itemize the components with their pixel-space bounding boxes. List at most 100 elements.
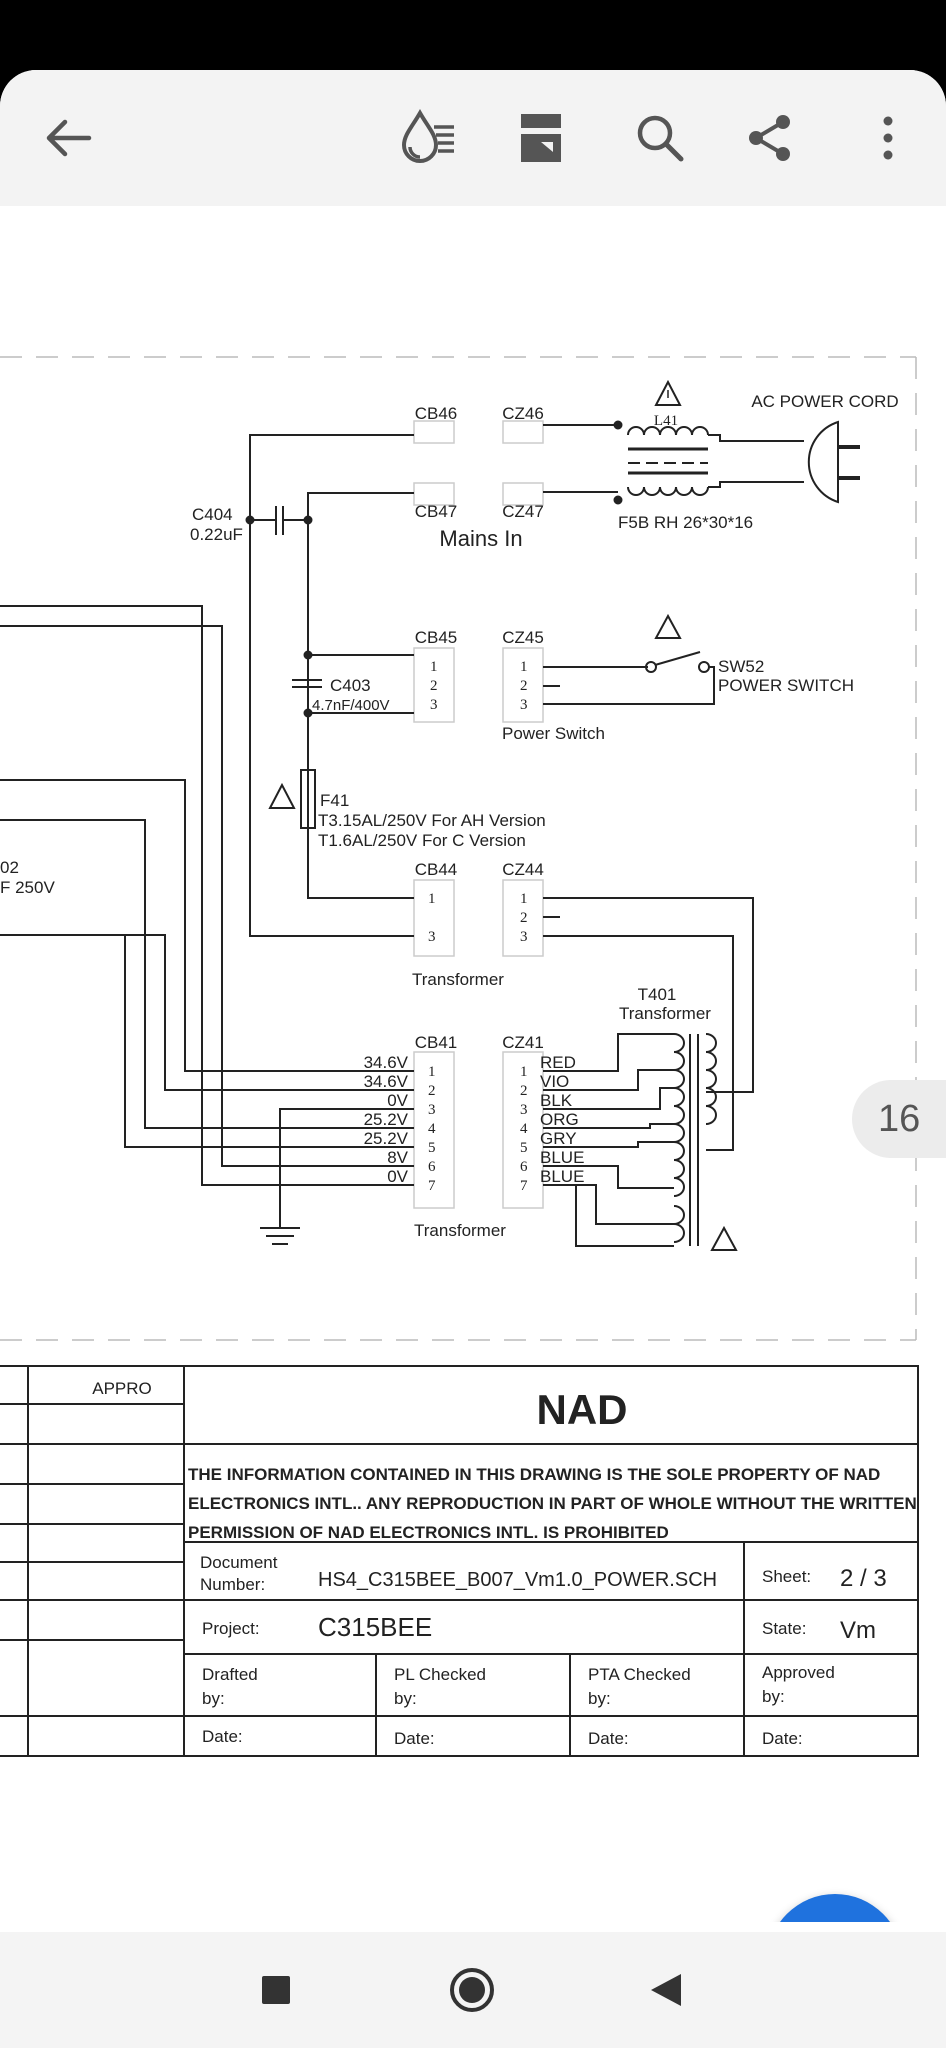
home-button[interactable] xyxy=(434,1952,510,2028)
status-bar xyxy=(0,0,946,70)
pin-label: 1 xyxy=(430,659,438,675)
date-label: Date: xyxy=(394,1729,435,1748)
pin-label: 5 xyxy=(428,1140,436,1156)
pin-label: 2 xyxy=(428,1083,436,1099)
label-sw52: SW52 xyxy=(718,657,764,676)
pin-label: 3 xyxy=(428,1102,436,1118)
share-icon xyxy=(749,115,790,161)
date-label: Date: xyxy=(588,1729,629,1748)
pta-checked-label-2: by: xyxy=(588,1689,611,1708)
sheet-value: 2 / 3 xyxy=(840,1565,887,1592)
pin-label: 2 xyxy=(520,678,528,694)
pin-label: 3 xyxy=(520,929,528,945)
pin-label: 2 xyxy=(520,910,528,926)
approved-label-2: by: xyxy=(762,1687,785,1706)
label-c403-value: 4.7nF/400V xyxy=(312,697,390,714)
document-icon xyxy=(521,114,561,162)
title-block: APPRO NAD THE INFORMATION CONTAINED IN T… xyxy=(0,1365,919,1757)
top-toolbar xyxy=(0,70,946,206)
pin-label: 3 xyxy=(520,697,528,713)
recents-square-icon xyxy=(262,1976,290,2004)
pin-label: 5 xyxy=(520,1140,528,1156)
pdf-viewer-window: CB46 CZ46 CB47 CZ47 Mains In L41 AC POWE… xyxy=(0,70,946,2048)
back-button[interactable] xyxy=(32,102,104,174)
back-triangle-icon xyxy=(651,1974,681,2006)
notice-line-2: ELECTRONICS INTL.. ANY REPRODUCTION IN P… xyxy=(188,1494,917,1513)
state-value: Vm xyxy=(840,1617,876,1644)
label-f41: F41 xyxy=(320,791,349,810)
pl-checked-label-2: by: xyxy=(394,1689,417,1708)
company-name: NAD xyxy=(537,1386,628,1433)
label-ac-power-cord: AC POWER CORD xyxy=(751,392,898,411)
notice-line-3: PERMISSION OF NAD ELECTRONICS INTL. IS P… xyxy=(188,1523,669,1542)
pl-checked-label-1: PL Checked xyxy=(394,1665,486,1684)
schematic-drawing: CB46 CZ46 CB47 CZ47 Mains In L41 AC POWE… xyxy=(0,356,917,1341)
pin-label: 6 xyxy=(428,1159,436,1175)
label-l41: L41 xyxy=(654,413,678,429)
pin-label: 1 xyxy=(428,891,436,907)
label-mains-in: Mains In xyxy=(439,526,522,551)
voltage-label: 8V xyxy=(387,1148,408,1167)
pin-label: 4 xyxy=(428,1121,436,1137)
document-view-button[interactable] xyxy=(505,102,577,174)
label-c404-value: 0.22uF xyxy=(190,525,243,544)
pin-label: 3 xyxy=(430,697,438,713)
label-cz41: CZ41 xyxy=(502,1033,544,1052)
label-transformer-2: Transformer xyxy=(414,1221,506,1240)
pin-label: 2 xyxy=(520,1083,528,1099)
document-viewport[interactable]: CB46 CZ46 CB47 CZ47 Mains In L41 AC POWE… xyxy=(0,206,946,1922)
label-cut-left-1: 02 xyxy=(0,858,19,877)
sheet-label: Sheet: xyxy=(762,1567,811,1586)
wire-color-label: BLUE xyxy=(540,1148,584,1167)
label-appro: APPRO xyxy=(92,1379,152,1398)
voltage-label: 25.2V xyxy=(364,1110,409,1129)
wire-color-label: BLUE xyxy=(540,1167,584,1186)
pin-label: 1 xyxy=(520,1064,528,1080)
wire-color-label: RED xyxy=(540,1053,576,1072)
drafted-label-1: Drafted xyxy=(202,1665,258,1684)
system-navigation-bar xyxy=(0,1932,946,2048)
voltage-label: 0V xyxy=(387,1091,408,1110)
label-cb45: CB45 xyxy=(415,628,458,647)
label-cz44: CZ44 xyxy=(502,860,544,879)
doc-number-label-2: Number: xyxy=(200,1575,265,1594)
pin-label: 6 xyxy=(520,1159,528,1175)
label-cut-left-2: F 250V xyxy=(0,878,55,897)
share-button[interactable] xyxy=(734,102,806,174)
label-t401: T401 xyxy=(638,985,677,1004)
pin-label: 1 xyxy=(428,1064,436,1080)
notice-line-1: THE INFORMATION CONTAINED IN THIS DRAWIN… xyxy=(188,1465,880,1484)
reading-mode-icon xyxy=(401,109,454,163)
voltage-label: 34.6V xyxy=(364,1072,409,1091)
label-f41-line1: T3.15AL/250V For AH Version xyxy=(318,811,546,830)
home-circle-icon xyxy=(450,1968,494,2012)
recents-button[interactable] xyxy=(238,1952,314,2028)
label-power-switch: Power Switch xyxy=(502,724,605,743)
pin-label: 3 xyxy=(520,1102,528,1118)
label-t401-transformer: Transformer xyxy=(619,1004,711,1023)
search-button[interactable] xyxy=(624,102,696,174)
label-c403: C403 xyxy=(330,676,371,695)
pin-label: 1 xyxy=(520,891,528,907)
state-label: State: xyxy=(762,1619,806,1638)
label-f5b: F5B RH 26*30*16 xyxy=(618,513,753,532)
date-label: Date: xyxy=(762,1729,803,1748)
approved-label-1: Approved xyxy=(762,1663,835,1682)
doc-number-label-1: Document xyxy=(200,1553,278,1572)
reading-mode-button[interactable] xyxy=(392,102,464,174)
back-arrow-icon xyxy=(46,119,92,157)
label-cz46: CZ46 xyxy=(502,404,544,423)
project-label: Project: xyxy=(202,1619,260,1638)
doc-number: HS4_C315BEE_B007_Vm1.0_POWER.SCH xyxy=(318,1569,717,1591)
label-cb46: CB46 xyxy=(415,404,458,423)
page-number-indicator: 16 xyxy=(852,1080,946,1158)
pta-checked-label-1: PTA Checked xyxy=(588,1665,691,1684)
date-label: Date: xyxy=(202,1727,243,1746)
pin-label: 7 xyxy=(520,1178,528,1194)
label-power-switch-sw: POWER SWITCH xyxy=(718,676,854,695)
wire-color-label: GRY xyxy=(540,1129,577,1148)
wire-color-label: BLK xyxy=(540,1091,573,1110)
voltage-label: 0V xyxy=(387,1167,408,1186)
back-nav-button[interactable] xyxy=(628,1952,704,2028)
more-options-button[interactable] xyxy=(852,102,924,174)
